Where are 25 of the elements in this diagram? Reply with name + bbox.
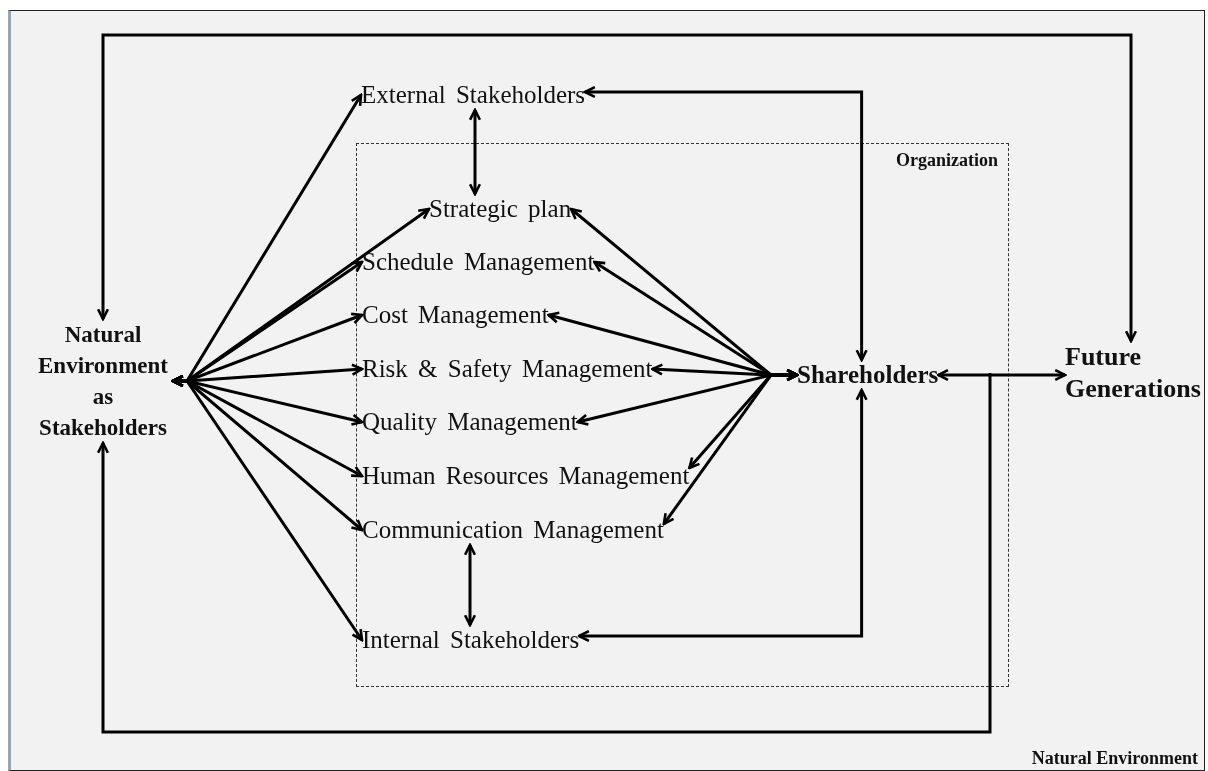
- stakeholder-label: Shareholders: [797, 360, 939, 390]
- stakeholder-label: Quality Management: [362, 407, 578, 437]
- arrow: [662, 368, 799, 526]
- stakeholder-label: Internal Stakeholders: [362, 625, 580, 655]
- arrow: [577, 388, 868, 643]
- frame-label: Natural Environment: [1031, 748, 1198, 769]
- arrow: [463, 543, 477, 627]
- arrow: [171, 374, 364, 642]
- organization-boundary: [356, 143, 1009, 687]
- arrow: [96, 373, 992, 734]
- stakeholder-label: Communication Management: [362, 515, 664, 545]
- stakeholder-label: Schedule Management: [362, 247, 595, 277]
- stakeholder-label: Cost Management: [362, 300, 549, 330]
- stakeholder-label: Risk & Safety Management: [362, 354, 653, 384]
- arrow: [936, 368, 1067, 382]
- arrow: [583, 85, 868, 362]
- arrow: [468, 108, 482, 196]
- boundary-label: Organization: [896, 150, 998, 171]
- stakeholder-label: Human Resources Management: [362, 461, 690, 491]
- stakeholder-label: External Stakeholders: [361, 80, 586, 110]
- arrow: [96, 33, 1138, 343]
- stakeholder-label: Future Generations: [1065, 341, 1205, 405]
- stakeholder-label: Strategic plan: [429, 194, 572, 224]
- environment-frame: [8, 10, 1205, 771]
- stakeholder-label: Natural Environment as Stakeholders: [33, 319, 173, 443]
